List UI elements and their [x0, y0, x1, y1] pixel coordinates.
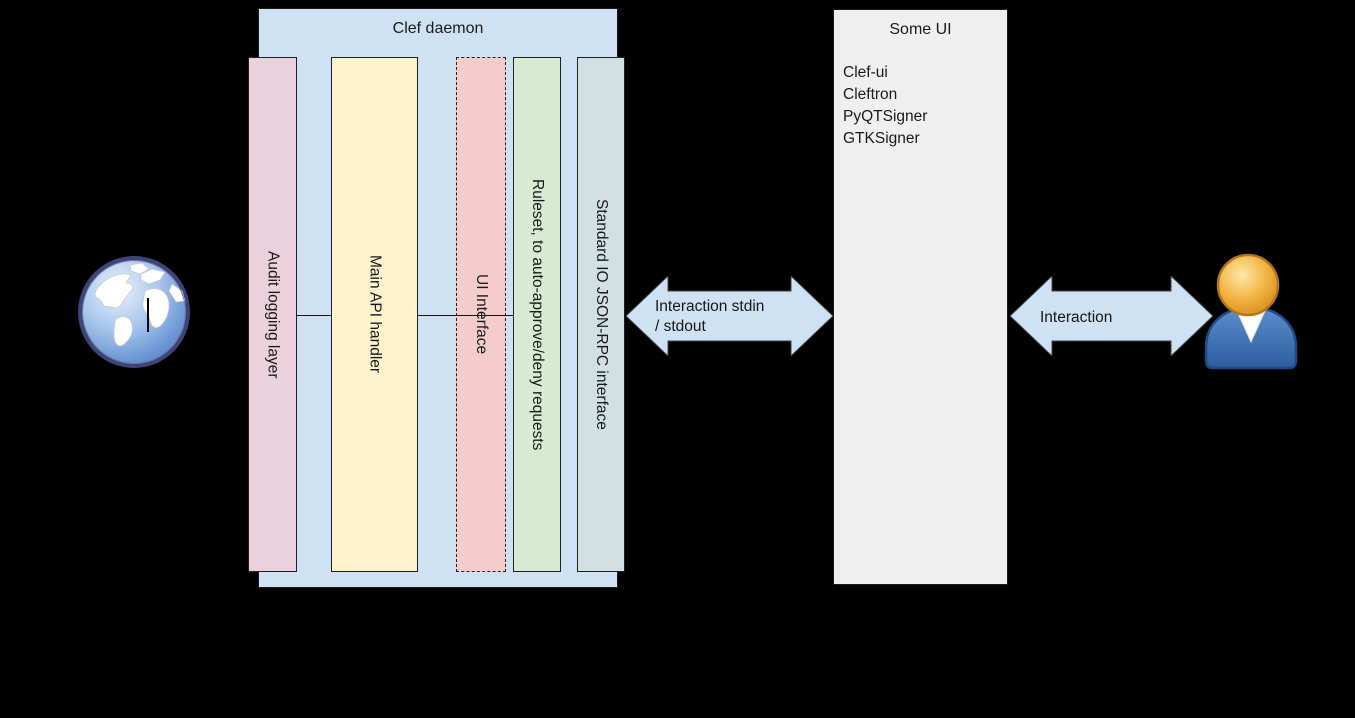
clef-daemon-box [258, 8, 618, 588]
component-stdio: Standard IO JSON-RPC interface [577, 57, 625, 572]
clef-daemon-title: Clef daemon [392, 20, 484, 37]
stdio-arrow [626, 276, 833, 356]
cursor-artifact [147, 298, 149, 332]
component-ruleset: Ruleset, to auto-approve/deny requests [513, 57, 561, 572]
list-item-cleftron: Cleftron [843, 86, 898, 103]
some-ui-title: Some UI [889, 21, 952, 38]
person-icon [1204, 253, 1298, 370]
component-ui-interface: UI Interface [456, 57, 506, 572]
list-item-pyqtsigner: PyQTSigner [843, 108, 928, 125]
component-label: Ruleset, to auto-approve/deny requests [528, 178, 546, 451]
component-label: Audit logging layer [264, 250, 282, 379]
connector-line-audit-api [297, 315, 331, 317]
stdio-arrow-label: Interaction stdin / stdout [655, 297, 764, 337]
component-main-api: Main API handler [331, 57, 418, 572]
globe-icon [78, 256, 190, 368]
stdio-arrow-label-line1: Interaction stdin [655, 298, 765, 315]
component-label: Main API handler [366, 255, 384, 374]
user-arrow-label: Interaction [1040, 308, 1112, 328]
component-label: UI Interface [472, 274, 490, 355]
stdio-arrow-label-line2: / stdout [655, 318, 706, 335]
user-arrow [1010, 276, 1213, 356]
component-label: Standard IO JSON-RPC interface [592, 199, 610, 430]
some-ui-box [833, 9, 1008, 585]
connector-line-api-ruleset [418, 315, 513, 317]
list-item-clef-ui: Clef-ui [843, 64, 888, 81]
some-ui-list: Clef-ui Cleftron PyQTSigner GTKSigner [843, 62, 927, 150]
list-item-gtksigner: GTKSigner [843, 130, 920, 147]
user-arrow-label-text: Interaction [1040, 309, 1113, 326]
component-audit-logging: Audit logging layer [248, 57, 297, 572]
